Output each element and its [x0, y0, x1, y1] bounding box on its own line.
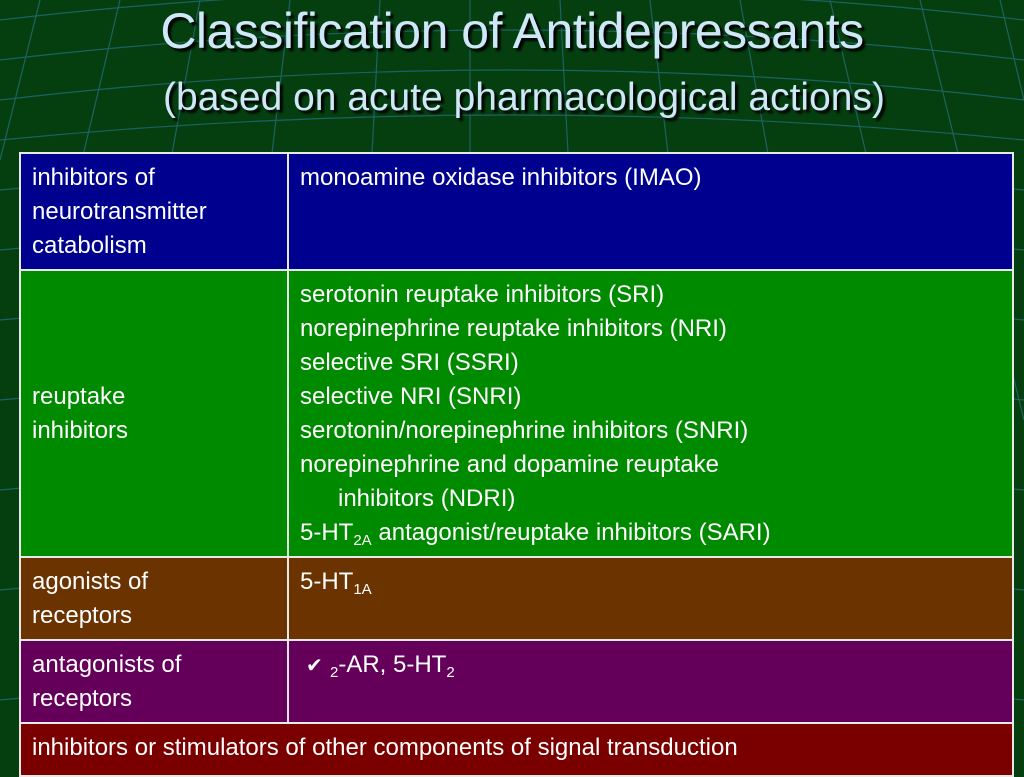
drug-class-item-continuation: inhibitors (NDRI)	[338, 485, 516, 512]
category-line: inhibitors of	[32, 164, 155, 191]
drug-class-item: monoamine oxidase inhibitors (IMAO)	[300, 164, 702, 191]
drug-class-item: 5-HT1A	[300, 568, 372, 598]
items-cell: serotonin reuptake inhibitors (SRI) nore…	[287, 269, 1014, 558]
category-cell: antagonists of receptors	[19, 639, 289, 724]
classification-table: inhibitors of neurotransmitter catabolis…	[19, 152, 1014, 777]
table-row: inhibitors of neurotransmitter catabolis…	[19, 152, 1014, 271]
table-row: antagonists of receptors ✔2-AR, 5-HT2	[19, 639, 1014, 724]
drug-class-item: norepinephrine reuptake inhibitors (NRI)	[300, 315, 727, 342]
drug-class-item: selective NRI (SNRI)	[300, 383, 522, 410]
check-icon: ✔	[306, 655, 323, 677]
drug-class-item-sari: 5-HT2A antagonist/reuptake inhibitors (S…	[300, 519, 771, 549]
slide-subtitle: (based on acute pharmacological actions)	[163, 76, 885, 119]
items-cell: 5-HT1A	[287, 556, 1014, 641]
drug-class-item: norepinephrine and dopamine reuptake	[300, 451, 719, 478]
table-row: agonists of receptors 5-HT1A	[19, 556, 1014, 641]
category-line: agonists of	[32, 568, 149, 595]
category-line: receptors	[32, 602, 133, 629]
category-cell: inhibitors of neurotransmitter catabolis…	[19, 152, 289, 271]
drug-class-item: serotonin reuptake inhibitors (SRI)	[300, 281, 665, 308]
category-cell: agonists of receptors	[19, 556, 289, 641]
category-line: catabolism	[32, 232, 147, 259]
table-row: reuptake inhibitors serotonin reuptake i…	[19, 269, 1014, 558]
drug-class-item: selective SRI (SSRI)	[300, 349, 519, 376]
category-line: inhibitors	[32, 417, 129, 444]
drug-class-item: ✔2-AR, 5-HT2	[306, 651, 455, 681]
category-cell: reuptake inhibitors	[19, 269, 289, 558]
items-cell: monoamine oxidase inhibitors (IMAO)	[287, 152, 1014, 271]
slide-title: Classification of Antidepressants	[160, 3, 864, 59]
full-width-cell: inhibitors or stimulators of other compo…	[19, 722, 1014, 777]
category-line: receptors	[32, 685, 133, 712]
table-row: inhibitors or stimulators of other compo…	[19, 722, 1014, 777]
category-line: reuptake	[32, 383, 126, 410]
category-line: neurotransmitter	[32, 198, 207, 225]
items-cell: ✔2-AR, 5-HT2	[287, 639, 1014, 724]
category-line: antagonists of	[32, 651, 182, 678]
drug-class-item: serotonin/norepinephrine inhibitors (SNR…	[300, 417, 749, 444]
